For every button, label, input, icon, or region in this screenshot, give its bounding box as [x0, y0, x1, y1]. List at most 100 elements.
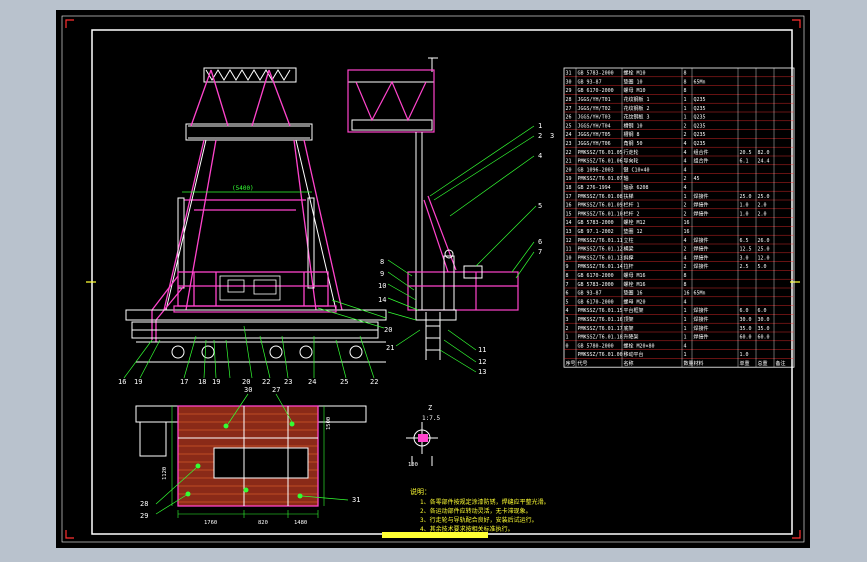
bom-cell: 拉杆: [624, 263, 634, 270]
bom-cell: 焊接件: [694, 334, 709, 341]
callout-28: 28: [140, 500, 148, 508]
bom-cell: 2.5: [740, 264, 749, 270]
callout-22a: 22: [262, 378, 270, 386]
bom-cell: 9: [566, 264, 569, 270]
bom-cell: 60.0: [758, 335, 770, 341]
bom-cell: 4: [566, 308, 569, 314]
bom-cell: 3.0: [740, 255, 749, 261]
bom-cell: 25.0: [758, 247, 770, 253]
bom-cell: 焊接件: [694, 210, 709, 217]
side-view: 1 2 3 4 5 6 7 8 9 10 11 12 13 14 21: [347, 57, 554, 376]
bom-cell: 6.5: [740, 238, 749, 244]
bom-cell: 60.0: [740, 335, 752, 341]
bom-cell: 2: [684, 123, 687, 129]
bom-cell: 花纹钢板 3: [624, 114, 650, 121]
bom-cell: PMKSSZ/T6.01.14: [578, 264, 623, 270]
bom-header-cell: 材料: [694, 360, 704, 367]
bom-cell: 8: [684, 88, 687, 94]
bom-cell: 组合件: [694, 158, 709, 165]
bom-cell: 45: [694, 176, 700, 182]
bom-cell: 轴: [624, 175, 629, 182]
plan-view: 1760 820 1480 1120 1500 30 27 28 29 31: [135, 386, 367, 526]
bom-cell: 30.0: [758, 317, 770, 323]
bom-cell: 4: [684, 185, 687, 191]
bom-cell: 花纹钢板 2: [624, 105, 650, 112]
bom-cell: GB 6170-2000: [578, 299, 614, 305]
bom-header-cell: 总重: [758, 360, 768, 367]
bom-cell: 24: [566, 132, 572, 138]
bom-cell: 4: [684, 141, 687, 147]
bom-cell: 24.4: [758, 159, 770, 165]
bom-cell: 25.0: [740, 194, 752, 200]
bom-cell: 6.0: [758, 308, 767, 314]
bom-cell: JGGS/YH/T05: [578, 132, 611, 138]
bom-cell: 导向轮: [624, 158, 639, 165]
bom-header-cell: 备注: [776, 360, 786, 367]
plan-dim-left: 1760: [204, 520, 217, 526]
bom-cell: 2: [684, 132, 687, 138]
bom-cell: 扶梯: [624, 193, 634, 200]
bom-cell: 垫圈 16: [624, 290, 643, 297]
bom-cell: 12.0: [758, 255, 770, 261]
bom-cell: 2: [684, 176, 687, 182]
callout-9: 9: [380, 270, 384, 278]
bom-cell: Q235: [694, 115, 706, 121]
bom-cell: 螺母 M16: [624, 272, 646, 279]
callout-11: 11: [478, 346, 486, 354]
bom-cell: PMKSSZ/T6.01.10: [578, 211, 623, 217]
bom-header-cell: 代号: [578, 360, 588, 367]
bom-cell: 垫圈 12: [624, 228, 643, 235]
bom-cell: 7: [566, 282, 569, 288]
bom-cell: 20: [566, 167, 572, 173]
bom-cell: 2: [566, 326, 569, 332]
bom-cell: 螺栓 M12: [624, 219, 646, 226]
bom-cell: 2: [684, 203, 687, 209]
callout-4: 4: [538, 152, 542, 160]
callout-14: 14: [378, 296, 386, 304]
bom-cell: 垫圈 10: [624, 78, 643, 85]
section-dim: 100: [408, 462, 418, 468]
callout-1: 1: [538, 122, 542, 130]
bom-cell: PMKSSZ/T6.01.13: [578, 255, 623, 261]
bom-cell: 1.0: [740, 203, 749, 209]
bom-cell: 1: [684, 352, 687, 358]
bom-cell: 斜撑: [624, 254, 634, 261]
callout-18: 18: [198, 378, 206, 386]
bom-cell: 8: [566, 273, 569, 279]
bom-cell: 82.0: [758, 150, 770, 156]
callout-19a: 19: [134, 378, 142, 386]
bom-cell: 8: [684, 282, 687, 288]
callout-10: 10: [378, 282, 386, 290]
bom-cell: 槽钢 10: [624, 122, 643, 129]
bom-cell: 栏杆 1: [624, 202, 640, 209]
bom-cell: 26: [566, 115, 572, 121]
bom-cell: 4: [684, 299, 687, 305]
bom-cell: 5: [566, 299, 569, 305]
bom-cell: Q235: [694, 123, 706, 129]
bom-cell: 0: [566, 343, 569, 349]
bom-cell: 1: [684, 308, 687, 314]
bom-cell: 2.0: [758, 211, 767, 217]
bom-cell: 2: [684, 247, 687, 253]
bom-header-cell: 名称: [624, 360, 634, 367]
bom-cell: GB 276-1994: [578, 185, 611, 191]
bom-cell: 2: [684, 211, 687, 217]
bom-header-cell: 序号: [566, 360, 576, 367]
bom-header-cell: 数量: [684, 360, 694, 367]
bom-cell: 6.0: [740, 308, 749, 314]
top-span-dim: (5400): [232, 185, 254, 192]
cad-drawing: (5400): [61, 15, 805, 543]
plan-dim-right: 1480: [294, 520, 307, 526]
bom-cell: 6.1: [740, 159, 749, 165]
bom-cell: 30: [566, 79, 572, 85]
bom-cell: 65Mn: [694, 291, 706, 297]
bom-cell: 29: [566, 88, 572, 94]
bom-cell: GB 6170-2000: [578, 273, 614, 279]
bom-cell: GB 5783-2000: [578, 220, 614, 226]
bom-cell: 28: [566, 97, 572, 103]
bom-cell: 螺母 M20: [624, 298, 646, 305]
callout-8: 8: [380, 258, 384, 266]
callout-5: 5: [538, 202, 542, 210]
bom-cell: 焊接件: [694, 263, 709, 270]
